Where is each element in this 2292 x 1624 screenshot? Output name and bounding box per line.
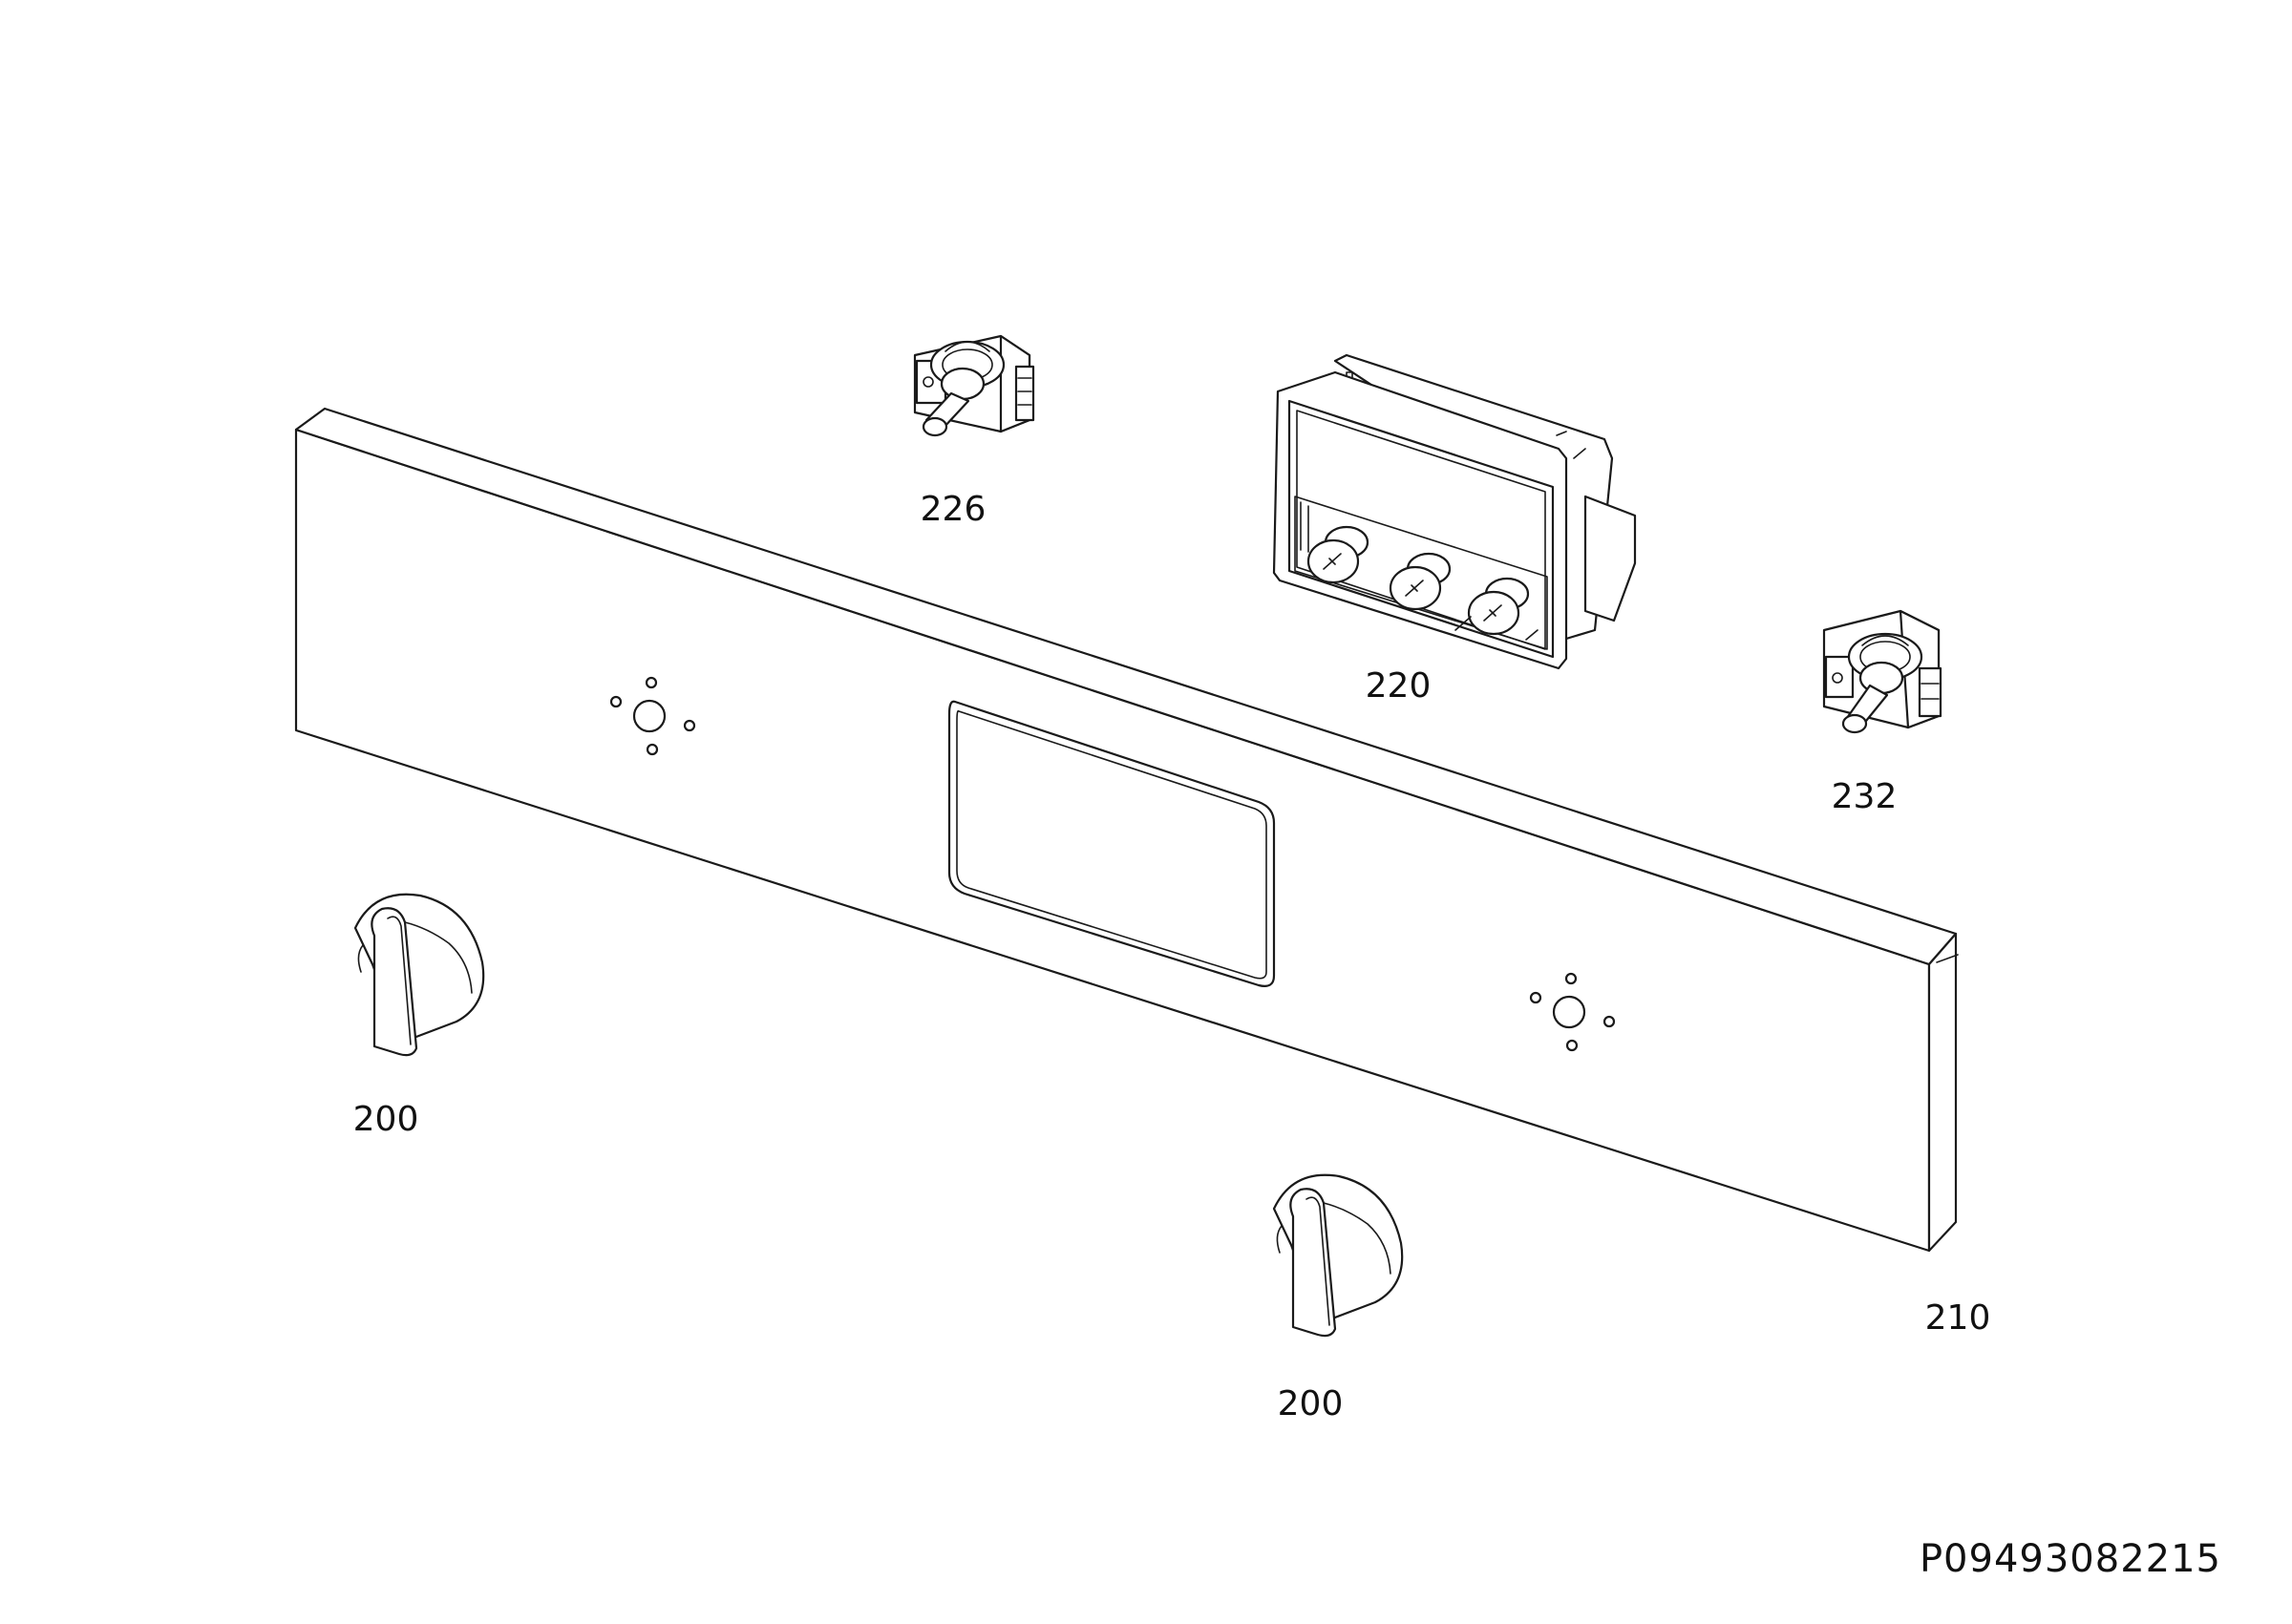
display-window: [947, 700, 1276, 987]
panel-knob-hole-right: [1529, 972, 1616, 1052]
timer-button-1[interactable]: [1306, 525, 1369, 584]
drawing-code: P09493082215: [1920, 1537, 2221, 1581]
label-232: 232: [1832, 777, 1898, 816]
panel-front-face: [294, 428, 1931, 1253]
label-210: 210: [1925, 1298, 1991, 1338]
knob-left-200[interactable]: [353, 893, 485, 1057]
timer-button-2[interactable]: [1389, 552, 1452, 611]
label-226: 226: [921, 490, 987, 529]
panel-knob-hole-left: [609, 676, 696, 756]
label-200-left: 200: [353, 1100, 419, 1139]
knob-right-200[interactable]: [1272, 1173, 1404, 1338]
timer-button-3[interactable]: [1467, 577, 1530, 636]
label-220: 220: [1366, 666, 1432, 706]
rotary-switch-232[interactable]: [1822, 609, 1942, 734]
label-200-right: 200: [1278, 1384, 1344, 1424]
panel-end-face: [1927, 932, 1958, 1253]
control-panel-210[interactable]: [294, 407, 1959, 1253]
rotary-switch-226[interactable]: [913, 334, 1035, 437]
timer-module-220[interactable]: [1272, 353, 1637, 670]
